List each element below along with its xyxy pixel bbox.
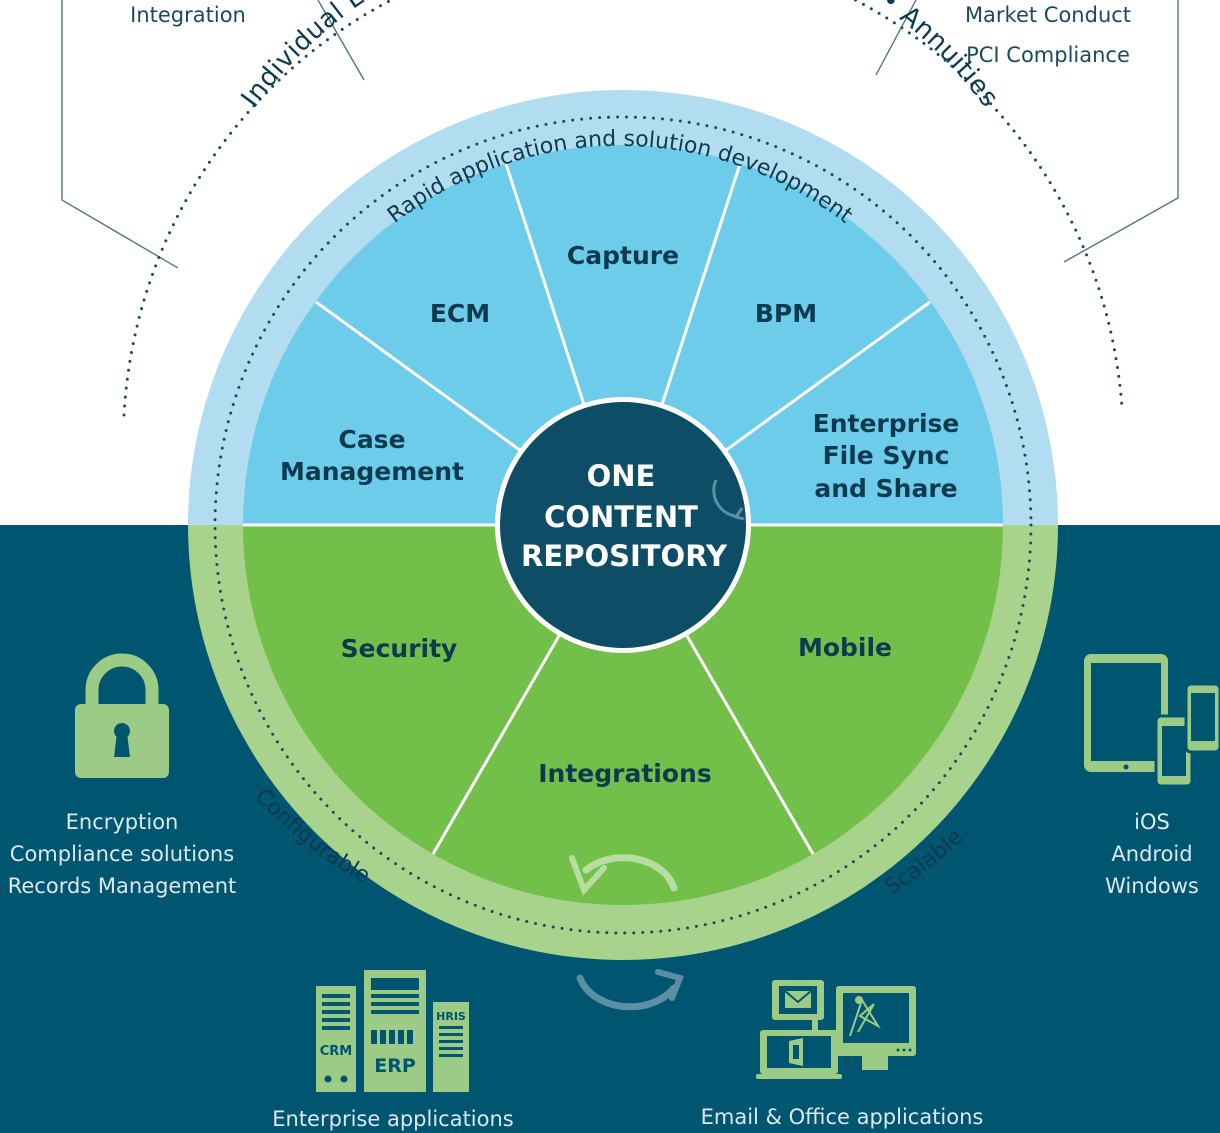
- padlock-icon: [75, 653, 169, 778]
- center-hub: [500, 402, 746, 648]
- mobile-callout-android: Android: [1111, 842, 1192, 866]
- refresh-arrows-icon: [576, 969, 685, 1011]
- segment-file-sync-line2: File Sync: [823, 441, 950, 470]
- security-callout-line1: Encryption: [66, 810, 179, 834]
- devices-icon: [1084, 654, 1220, 788]
- mobile-callout-windows: Windows: [1105, 874, 1199, 898]
- sharepoint-logo-icon: [849, 996, 881, 1037]
- right-callout-line: [1063, 0, 1179, 263]
- left-inner-callout-line: [317, 0, 365, 81]
- server-label-erp: ERP: [374, 1055, 416, 1077]
- envelope-icon: [784, 990, 812, 1008]
- security-callout-line3: Records Management: [8, 874, 237, 898]
- center-line-3: REPOSITORY: [521, 539, 728, 573]
- segment-security: Security: [341, 634, 458, 663]
- servers-icon: CRM ERP HRIS: [316, 970, 469, 1092]
- office-logo-icon: [789, 1038, 803, 1066]
- outer-dotted-arc: [122, 0, 1124, 417]
- segment-capture: Capture: [567, 241, 679, 270]
- segment-mobile: Mobile: [798, 633, 892, 662]
- inner-dotted-ring: [213, 115, 1033, 935]
- right-inner-callout-line: [875, 0, 917, 76]
- desktop-computers-icon: [756, 980, 916, 1079]
- sync-icon: [712, 455, 759, 521]
- callout-market-conduct: Market Conduct: [965, 3, 1131, 27]
- left-callout-line: [61, 0, 179, 269]
- callout-integration: Integration: [130, 3, 246, 27]
- server-label-hris: HRIS: [436, 1010, 466, 1023]
- segment-file-sync-line3: and Share: [814, 474, 957, 503]
- product-line-individual-life: Individual Life: [236, 0, 398, 113]
- mobile-callout-ios: iOS: [1134, 810, 1170, 834]
- security-callout-line2: Compliance solutions: [10, 842, 234, 866]
- segment-ecm: ECM: [430, 299, 490, 328]
- segment-case-management-line2: Management: [280, 457, 464, 486]
- server-label-crm: CRM: [320, 1044, 353, 1059]
- lower-segments-area: [243, 525, 1003, 905]
- enterprise-applications-label: Enterprise applications: [272, 1107, 513, 1131]
- center-line-1: ONE: [587, 459, 656, 493]
- segment-file-sync-line1: Enterprise: [813, 409, 960, 438]
- refresh-arrow-icon: [569, 854, 678, 896]
- upper-segments-area: [243, 145, 1003, 525]
- callout-pci-compliance: PCI Compliance: [966, 43, 1130, 67]
- segment-bpm: BPM: [755, 299, 817, 328]
- segment-integrations: Integrations: [538, 759, 711, 788]
- segment-case-management-line1: Case: [338, 425, 405, 454]
- center-line-2: CONTENT: [544, 500, 698, 534]
- email-office-applications-label: Email & Office applications: [701, 1105, 984, 1129]
